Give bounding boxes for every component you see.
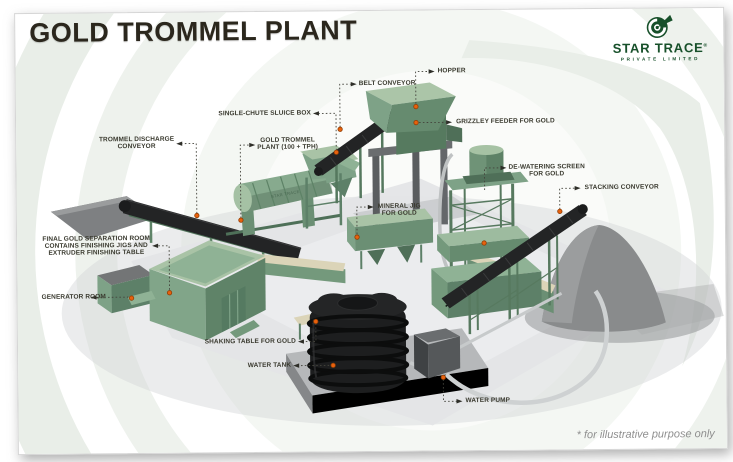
label-shaking-table: SHAKING TABLE FOR GOLD — [204, 337, 296, 346]
leader-lines — [96, 71, 575, 402]
callout-dot — [330, 362, 336, 368]
sluice-run-left — [257, 253, 346, 284]
callout-dot — [337, 126, 343, 132]
generator-room-machine — [97, 265, 154, 314]
callout-dot — [413, 104, 419, 110]
leader-arrows — [90, 69, 581, 404]
label-trommel-discharge: TROMMEL DISCHARGE CONVEYOR — [98, 135, 175, 151]
label-sluice-box: SINGLE-CHUTE SLUICE BOX — [218, 109, 311, 118]
callout-dot — [333, 149, 339, 155]
callout-dot — [557, 208, 563, 214]
label-generator-room: GENERATOR ROOM — [41, 293, 106, 301]
callout-dot — [238, 217, 244, 223]
page-title: GOLD TROMMEL PLANT — [29, 15, 358, 48]
label-gold-trommel: GOLD TROMMEL PLANT (100 + TPH) — [257, 136, 319, 152]
water-pump-machine — [413, 328, 461, 379]
star-trace-logo-icon — [646, 14, 673, 38]
water-pipe — [444, 289, 610, 405]
callout-dot — [481, 240, 487, 246]
label-stacking-conveyor: STACKING CONVEYOR — [584, 183, 659, 192]
logo-name: STAR TRACE® — [612, 40, 709, 56]
label-mineral-jig: MINERAL JIG FOR GOLD — [377, 202, 421, 218]
water-pipe — [457, 292, 563, 350]
callout-dot — [313, 318, 319, 325]
logo-registered-mark: ® — [703, 42, 709, 49]
diagram-card: STAR TRACE — [14, 6, 728, 456]
footnote: * for illustrative purpose only — [576, 428, 715, 442]
label-grizzley-feeder: GRIZZLEY FEEDER FOR GOLD — [456, 117, 555, 126]
label-belt-conveyor: BELT CONVEYOR — [358, 79, 416, 88]
label-separation-room: FINAL GOLD SEPARATION ROOM CONTAINS FINI… — [42, 234, 151, 258]
callout-dot — [354, 234, 360, 240]
callout-dot — [440, 374, 446, 380]
trommel-brand-text: STAR TRACE — [271, 189, 301, 199]
label-water-pump: WATER PUMP — [465, 396, 511, 405]
label-dewatering-screen: DE-WATERING SCREEN FOR GOLD — [508, 163, 585, 178]
hopper-machine — [365, 82, 463, 231]
stacking-conveyor-machine — [441, 204, 588, 335]
logo-subtitle: PRIVATE LIMITED — [620, 56, 701, 62]
callout-dot — [413, 120, 419, 126]
mineral-jig-machine — [346, 208, 434, 270]
label-water-tank: WATER TANK — [247, 361, 292, 370]
water-tank-machine — [306, 292, 410, 394]
star-trace-logo: STAR TRACE® PRIVATE LIMITED — [612, 10, 708, 62]
scene: STAR TRACE — [14, 6, 728, 456]
plant-illustration: STAR TRACE — [14, 6, 728, 456]
label-hopper: HOPPER — [437, 67, 466, 75]
callout-dots — [128, 104, 563, 380]
callout-dot — [166, 290, 173, 296]
tailings-pile — [541, 225, 666, 332]
separation-room-machine — [127, 240, 266, 341]
trommel-discharge-conveyor-machine — [118, 199, 302, 276]
callout-dot — [194, 212, 200, 219]
callout-dot — [128, 295, 135, 301]
